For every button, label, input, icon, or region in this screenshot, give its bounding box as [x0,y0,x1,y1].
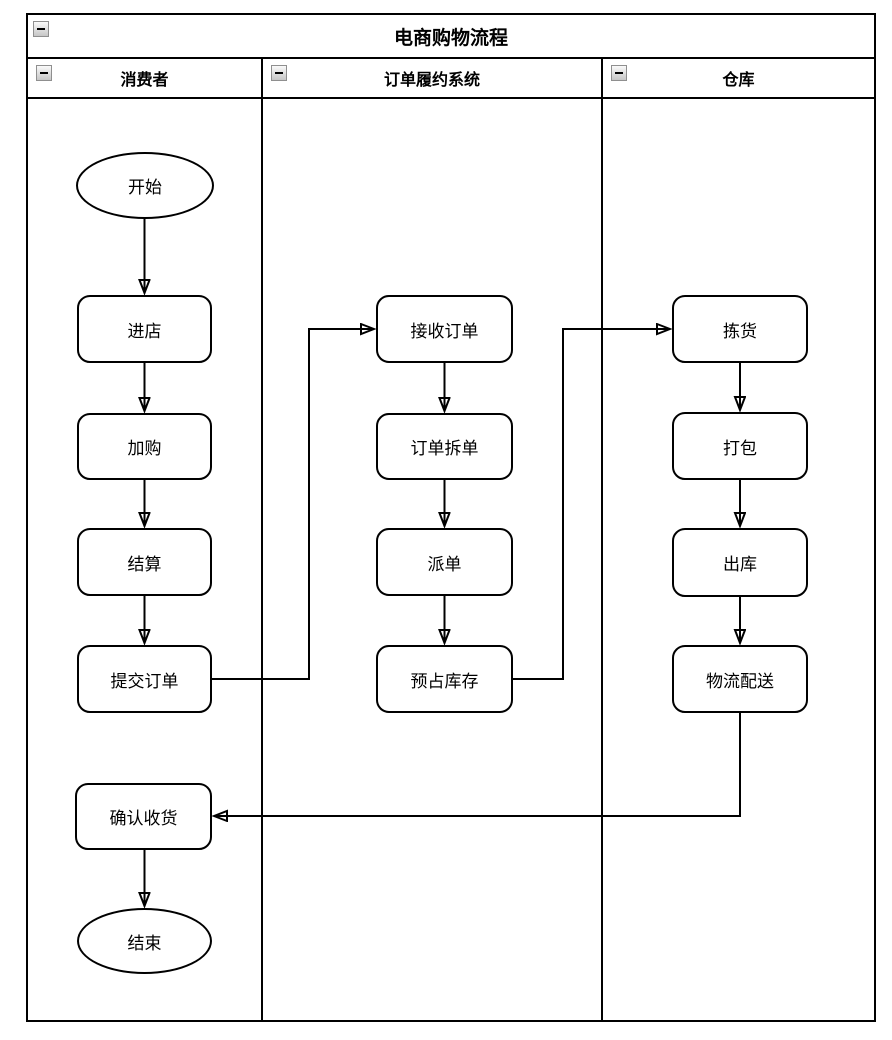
minus-icon [615,72,623,74]
node-pick[interactable]: 拣货 [672,295,808,363]
node-outbound-label: 出库 [723,555,757,575]
lane-header-warehouse[interactable]: 仓库 [603,59,874,99]
node-checkout[interactable]: 结算 [77,528,212,596]
node-confirm-receipt[interactable]: 确认收货 [75,783,212,850]
node-end-label: 结束 [127,933,162,954]
node-enter-store[interactable]: 进店 [77,295,212,363]
lanes-container: 消费者 订单履约系统 仓库 [28,59,874,1020]
node-receive-order-label: 接收订单 [410,321,479,342]
lane-warehouse-collapse-button[interactable] [611,65,627,81]
minus-icon [37,28,45,30]
node-split-order[interactable]: 订单拆单 [376,413,513,480]
lane-warehouse: 仓库 [603,59,874,1020]
lane-header-fulfillment[interactable]: 订单履约系统 [263,59,601,99]
minus-icon [275,72,283,74]
node-dispatch-label: 派单 [427,554,462,575]
node-delivery[interactable]: 物流配送 [672,645,808,713]
node-reserve-stock-label: 预占库存 [410,671,479,692]
lane-consumer-collapse-button[interactable] [36,65,52,81]
minus-icon [40,72,48,74]
node-receive-order[interactable]: 接收订单 [376,295,513,363]
edge-reserve-stock-to-pick[interactable] [513,329,669,680]
lane-fulfillment: 订单履约系统 [263,59,603,1020]
node-reserve-stock[interactable]: 预占库存 [376,645,513,713]
node-submit-order-label: 提交订单 [110,671,179,692]
lane-consumer-label: 消费者 [120,70,169,89]
edge-submit-order-to-receive-order[interactable] [212,329,373,680]
node-pack[interactable]: 打包 [672,412,808,480]
lane-fulfillment-label: 订单履约系统 [383,70,480,89]
node-end[interactable]: 结束 [77,908,212,974]
node-add-cart-label: 加购 [127,439,162,459]
node-split-order-label: 订单拆单 [410,439,479,459]
node-pick-label: 拣货 [723,321,757,342]
node-pack-label: 打包 [723,438,757,459]
node-enter-store-label: 进店 [127,321,162,342]
node-outbound[interactable]: 出库 [672,528,808,597]
lane-fulfillment-collapse-button[interactable] [271,65,287,81]
pool-collapse-button[interactable] [33,21,49,37]
pool-title-bar[interactable]: 电商购物流程 [28,15,874,59]
node-dispatch[interactable]: 派单 [376,528,513,596]
lane-consumer: 消费者 [28,59,263,1020]
node-start-label: 开始 [128,178,162,198]
pool-title: 电商购物流程 [393,26,508,49]
node-delivery-label: 物流配送 [706,671,774,692]
node-add-cart[interactable]: 加购 [77,413,212,480]
node-submit-order[interactable]: 提交订单 [77,645,212,713]
node-confirm-receipt-label: 确认收货 [109,809,178,829]
lane-header-consumer[interactable]: 消费者 [28,59,261,99]
node-checkout-label: 结算 [127,554,162,575]
node-start[interactable]: 开始 [76,152,214,219]
edge-delivery-to-confirm-receipt[interactable] [215,713,741,816]
lane-warehouse-label: 仓库 [722,70,755,89]
